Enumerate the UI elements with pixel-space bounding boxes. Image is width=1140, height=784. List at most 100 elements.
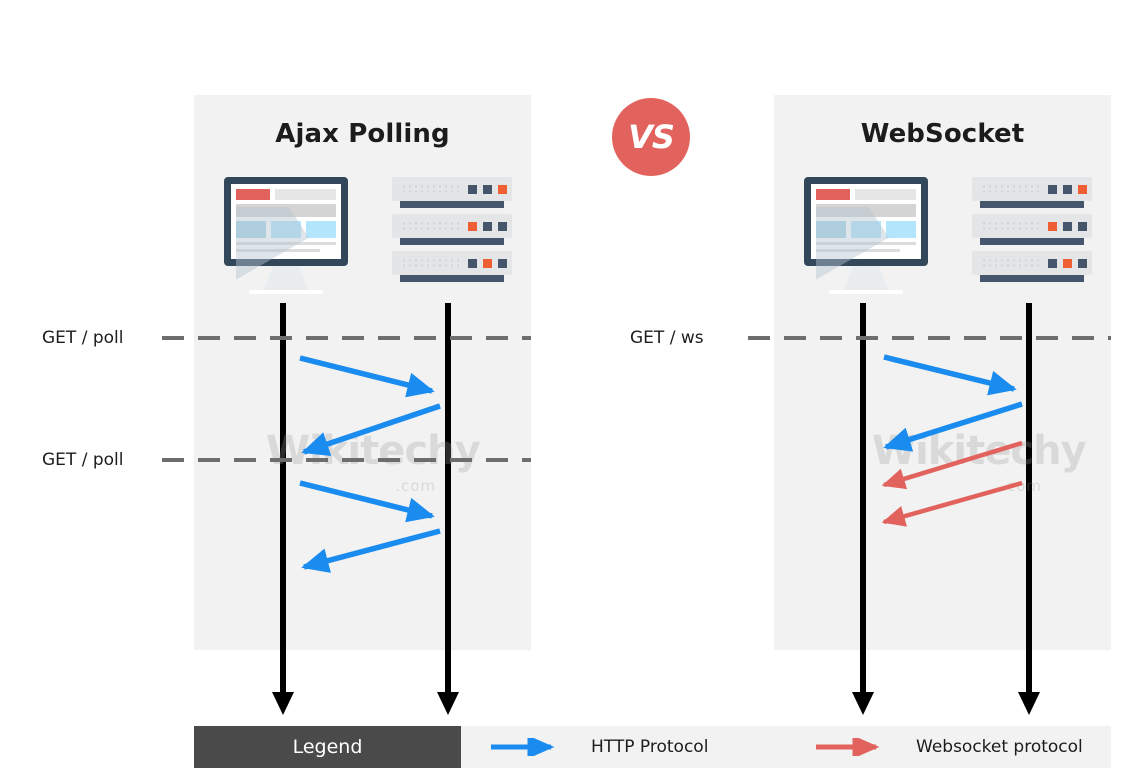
monitor-frame [224,177,348,266]
server-unit [972,214,1092,245]
server-unit-body [972,251,1092,275]
arrow-http-response-2 [301,528,441,573]
screen-blue-box [851,221,881,238]
server-unit-foot [400,201,504,208]
request-rule-ws-1 [748,336,1111,340]
request-rule-ajax-2 [162,458,531,462]
legend-arrow-http-icon [491,738,555,756]
screen-blue-box [271,221,301,238]
server-unit [972,177,1092,208]
monitor-screen [231,184,341,259]
server-unit-foot [980,238,1084,245]
screen-grey-bar [855,189,916,200]
legend-item-http: HTTP Protocol [489,726,708,768]
arrow-http-response-1 [301,403,441,457]
server-led [1048,185,1057,194]
screen-blue-box [886,221,916,238]
server-unit [392,214,512,245]
server-led [483,185,492,194]
server-unit-foot [980,201,1084,208]
request-label-ajax-1: GET / poll [42,328,124,348]
server-led [483,259,492,268]
server-unit-body [972,214,1092,238]
lifeline-server [437,303,459,715]
arrow-http-request-1 [299,355,435,398]
lifeline-arrowhead [272,692,294,715]
server-led [1078,259,1087,268]
request-label-ws-1: GET / ws [630,328,704,348]
screen-red-bar [816,189,850,200]
server-vent-dots [981,221,1039,232]
server-unit-body [392,177,512,201]
screen-blue-box [816,221,846,238]
monitor-base [249,290,323,294]
screen-blue-box [236,221,266,238]
server-led [1063,185,1072,194]
lifeline-arrowhead [852,692,874,715]
panel-title-ajax-polling: Ajax Polling [275,119,450,149]
panel-title-websocket: WebSocket [860,119,1025,149]
lifeline-server [1018,303,1040,715]
server-led [1063,259,1072,268]
legend-arrow-websocket-icon [816,738,880,756]
server-vent-dots [401,221,459,232]
screen-wide-bar [236,204,336,217]
lifeline-arrowhead [437,692,459,715]
arrow-websocket-push-1 [881,440,1023,490]
vs-badge: VS [612,98,690,176]
server-led [1063,222,1072,231]
server-unit [392,177,512,208]
vs-badge-label: VS [628,118,675,156]
message-arrows-ajax [299,355,441,573]
server-vent-dots [981,258,1039,269]
server-led [498,259,507,268]
server-rack-icon [392,177,512,297]
server-unit-foot [400,275,504,282]
arrow-websocket-push-2 [881,480,1023,527]
screen-text-line [236,242,336,245]
arrow-http-response-1 [883,401,1023,452]
arrow-http-request-1 [883,354,1017,396]
legend-label-http: HTTP Protocol [591,737,709,757]
arrow-http-request-2 [299,480,435,523]
server-unit-body [392,251,512,275]
monitor-screen [811,184,921,259]
panel-websocket: WebSocket [774,95,1111,715]
monitor-base [829,290,903,294]
panel-ajax-polling: Ajax Polling [194,95,531,715]
server-led [1048,222,1057,231]
screen-text-line [236,249,320,252]
server-unit [392,251,512,282]
server-unit [972,251,1092,282]
server-led [468,185,477,194]
server-led [1078,222,1087,231]
server-unit-body [972,177,1092,201]
legend-title: Legend [292,736,363,758]
server-unit-foot [980,275,1084,282]
screen-text-line [816,242,916,245]
screen-wide-bar [816,204,916,217]
screen-blue-box [306,221,336,238]
request-rule-ajax-1 [162,336,531,340]
legend-item-websocket: Websocket protocol [814,726,1083,768]
message-arrows-websocket [881,354,1023,527]
monitor-frame [804,177,928,266]
lifeline-arrowhead [1018,692,1040,715]
request-label-ajax-2: GET / poll [42,450,124,470]
server-unit-body [392,214,512,238]
screen-text-line [816,249,900,252]
server-led [1078,185,1087,194]
server-led [498,222,507,231]
legend: Legend HTTP Protocol [194,726,1111,768]
server-vent-dots [401,258,459,269]
server-vent-dots [981,184,1039,195]
server-led [468,222,477,231]
server-led [483,222,492,231]
server-led [498,185,507,194]
screen-red-bar [236,189,270,200]
server-led [468,259,477,268]
screen-grey-bar [275,189,336,200]
server-unit-foot [400,238,504,245]
lifeline-client [272,303,294,715]
